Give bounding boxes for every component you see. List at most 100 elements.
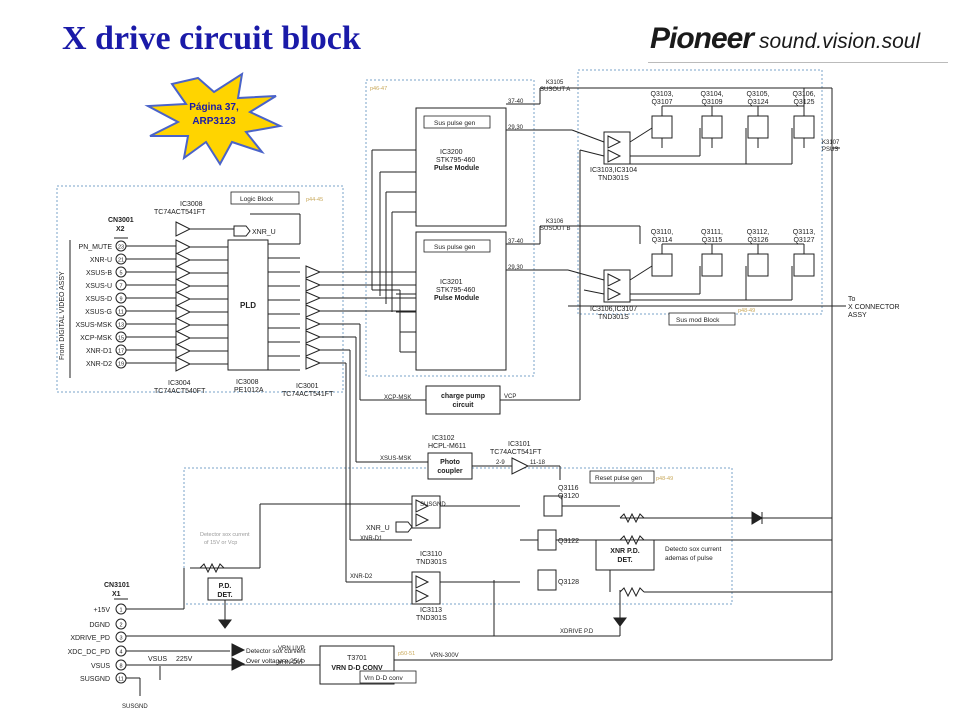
ic3101-part: TC74ACT541FT [490, 449, 542, 456]
r11-18-label: 11-18 [530, 460, 546, 466]
photo-l2: coupler [437, 468, 463, 475]
starburst-line2: ARP3123 [192, 116, 236, 127]
pld-outputs [250, 213, 301, 371]
reset-block-outline [183, 467, 733, 605]
cn3001-pin-num: 23 [118, 245, 124, 251]
cn3001-pin-num: 15 [118, 336, 124, 342]
ic3103-ref: IC3103,IC3104 [590, 167, 637, 174]
cn3101-pin-num: 3 [119, 636, 122, 642]
note-boxes [230, 115, 736, 684]
page-ref-4: p48-49 [656, 476, 673, 482]
cn3101-pin-num: 8 [119, 664, 122, 670]
p37-40b-label: 37-40 [508, 239, 524, 245]
ic3106-part: TND301S [598, 314, 629, 321]
pulse-module-inputs [371, 149, 416, 353]
xnr-pd-det-l2: DET. [617, 557, 632, 564]
note-sus-pulse-gen-b: Sus pulse gen [434, 244, 476, 251]
ic3200-ref: IC3200 [440, 149, 463, 156]
fet-top-q: Q3105, [747, 91, 770, 98]
ic3200-part: STK795-460 [436, 157, 475, 164]
charge-pump-l1: charge pump [441, 393, 485, 400]
pld-label: PLD [240, 301, 256, 310]
vrn-uvp-label: VRN UVP [278, 646, 305, 652]
page-ref-1: p44-45 [306, 197, 323, 203]
photo-ref: IC3102 [432, 435, 455, 442]
logic-block-outline [56, 185, 344, 393]
xnr-d1-label: XNR-D1 [360, 536, 383, 542]
note-gray1: Detector sox current [200, 532, 250, 538]
vcp-label: VCP [504, 394, 516, 400]
ic3200-desc: Pulse Module [434, 165, 479, 172]
ic3004-part: TC74ACT540FT [154, 388, 206, 395]
ic3001-part: TC74ACT541FT [282, 391, 334, 398]
cn3001-pin-num: 19 [118, 362, 124, 368]
page-ref-3: p48-49 [738, 308, 755, 314]
cn3101-pins [114, 568, 320, 696]
fet-reset-q3122: Q3122 [558, 538, 579, 545]
cn3101-pin-label: XDRIVE_PD [70, 635, 110, 642]
photo-l1: Photo [440, 459, 460, 466]
susgnd-label: SUSGND [420, 502, 446, 508]
t3701-desc: VRN D-D CONV [331, 665, 383, 672]
fet-bot-q: Q3111, [701, 229, 723, 236]
ic3001-ref: IC3001 [296, 383, 319, 390]
cn3101-pin-num: 2 [119, 623, 122, 629]
note-reset-pulse-gen: Reset pulse gen [595, 475, 642, 482]
pld-ref: IC3008 [236, 379, 259, 386]
page-title: X drive circuit block [62, 20, 361, 57]
cn3001-side-label: From DIGITAL VIDEO ASSY [59, 271, 66, 360]
fet-bot-q: Q3110, [651, 229, 673, 236]
fet-reset-q3128: Q3128 [558, 579, 579, 586]
input-wires [126, 245, 176, 364]
pd-det-l1: P.D. [219, 583, 232, 590]
p37-40a-label: 37-40 [508, 99, 524, 105]
fet-bot-q2: Q3127 [793, 237, 814, 244]
fet-top-q2: Q3109 [701, 99, 722, 106]
photo-coupler-chip [427, 452, 473, 480]
fet-bot-q2: Q3114 [652, 237, 673, 244]
charge-pump-l2: circuit [452, 402, 474, 409]
note-gray2: of 15V or Vcp [204, 540, 237, 546]
ic3103-part: TND301S [598, 175, 629, 182]
cn3001-pin-label: XNR-D1 [86, 348, 112, 355]
cn3001-pin-label: XSUS-U [86, 283, 112, 290]
note-sus-mod-block: Sus mod Block [676, 317, 720, 324]
ic3001-buffers [305, 265, 322, 370]
vrn-300-label: VRN-300V [430, 653, 459, 659]
cn3101-pin-label: VSUS [91, 663, 110, 670]
psus: PSUS [822, 147, 838, 153]
logo-slogan: sound.vision.soul [759, 30, 921, 53]
cn3001-pin-label: XNR-D2 [86, 361, 112, 368]
pld-part: PE1012A [234, 387, 264, 394]
note-detect-current: Detecto sox current [665, 546, 722, 553]
xnr-u-tag-label: XNR_U [252, 229, 276, 236]
v225-label: 225V [176, 656, 193, 663]
charge-pump-chip [425, 385, 501, 415]
ic3110-ref: IC3110 [420, 551, 442, 558]
cn3101-pin-label: XDC_DC_PD [68, 649, 110, 656]
susgnd2-label: SUSGND [122, 704, 148, 710]
fet-row-bottom [540, 225, 846, 307]
cn3001-pin-num: 11 [118, 310, 124, 316]
cn3001-pin-label: XSUS-D [86, 296, 112, 303]
cn3101-pin-num: 11 [118, 677, 124, 683]
fet-bot-q2: Q3115 [702, 237, 723, 244]
ic3106-ref: IC3106,IC3107 [590, 306, 637, 313]
pulse-block-outline [365, 79, 535, 377]
fet-top-q2: Q3107 [651, 99, 672, 106]
ic3113-part: TND301S [416, 615, 447, 622]
starburst-line1: Página 37, [189, 102, 239, 113]
ic3101-ref: IC3101 [508, 441, 531, 448]
ic3201-ref: IC3201 [440, 279, 463, 286]
ic3201-chip [415, 231, 507, 371]
resistors [199, 512, 832, 598]
cn3001-pin-label: XSUS-MSK [75, 322, 112, 329]
cn3101-pin-label: +15V [93, 607, 110, 614]
cn3001-pin-num: 7 [119, 284, 122, 290]
note-detect-over1: Detector sox curvent [246, 648, 306, 655]
fet-top-q: Q3103, [651, 91, 674, 98]
xnr-u-tag-reset [395, 521, 413, 533]
note-vrn-dd-conv: Vrn D-D conv [364, 675, 404, 682]
